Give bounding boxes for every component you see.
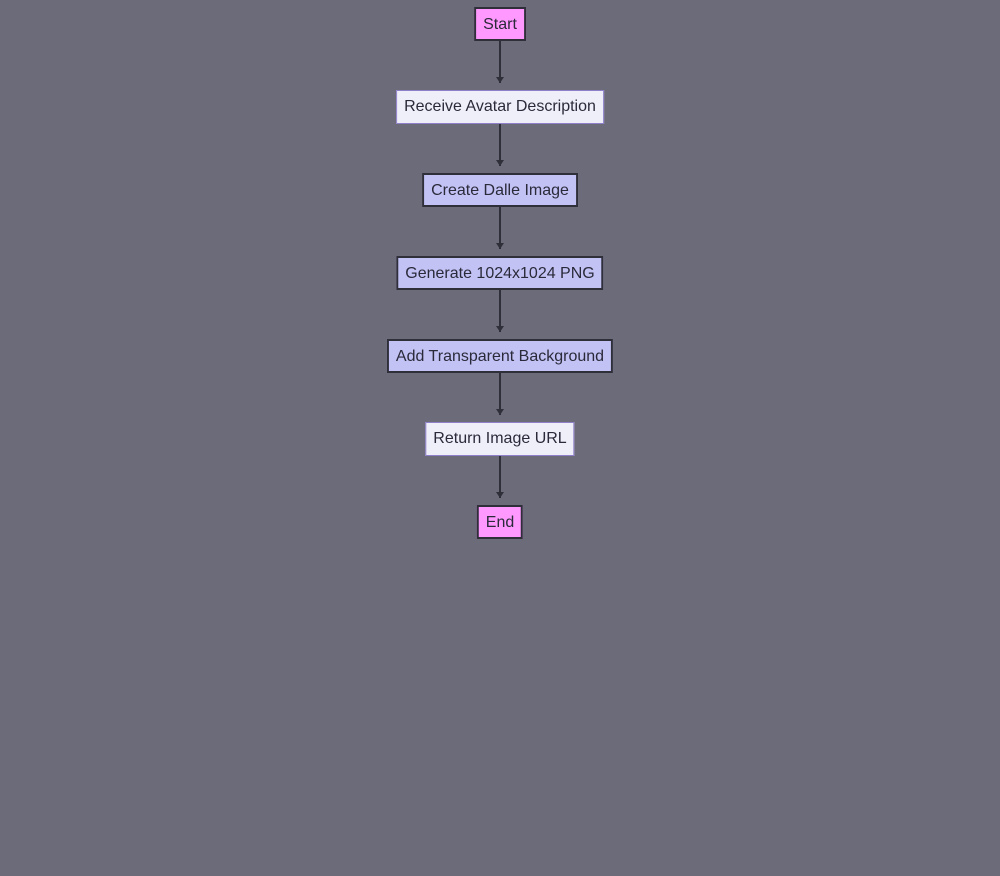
node-generate-png: Generate 1024x1024 PNG: [396, 256, 604, 290]
node-add-transparent-background: Add Transparent Background: [386, 339, 614, 373]
node-create-dalle-image: Create Dalle Image: [422, 173, 578, 207]
node-start: Start: [474, 7, 526, 41]
node-end: End: [476, 505, 524, 539]
node-receive-avatar-description: Receive Avatar Description: [396, 90, 604, 124]
node-return-image-url: Return Image URL: [425, 422, 575, 456]
